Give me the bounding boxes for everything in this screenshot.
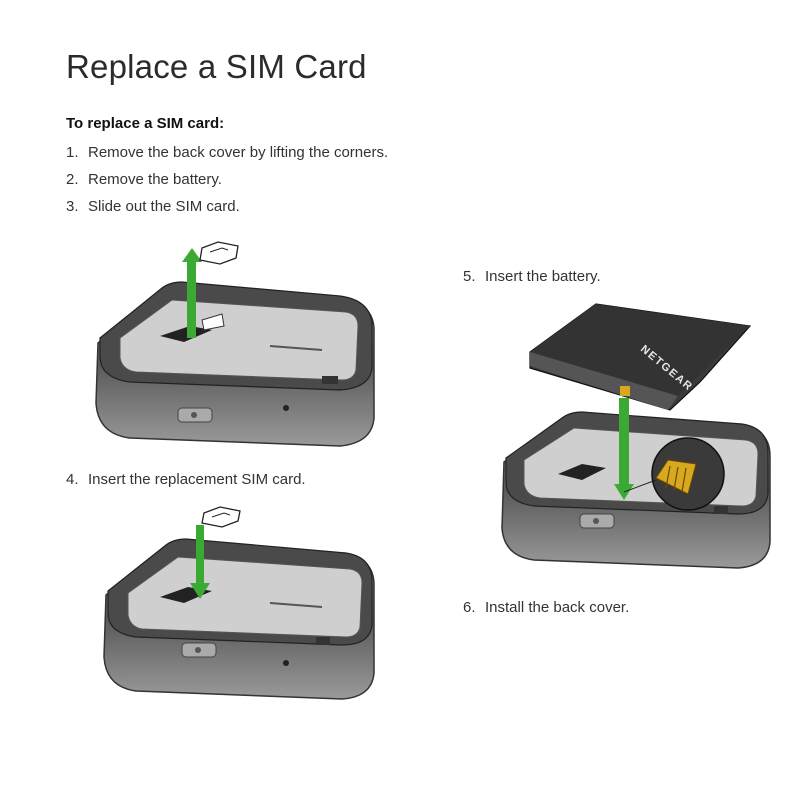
- sim-card-icon: [199, 241, 239, 265]
- step-text: Remove the battery.: [88, 171, 222, 188]
- step-number: 1.: [66, 144, 79, 161]
- green-arrow-icon: [190, 525, 210, 599]
- step-number: 5.: [463, 268, 476, 285]
- step-text: Slide out the SIM card.: [88, 198, 240, 215]
- step-4: 4. Insert the replacement SIM card.: [66, 471, 306, 488]
- procedure-heading: To replace a SIM card:: [66, 115, 225, 132]
- sim-slot: [160, 313, 225, 342]
- step-5: 5. Insert the battery.: [463, 268, 601, 285]
- step-text: Remove the back cover by lifting the cor…: [88, 144, 389, 161]
- green-arrow-icon: [182, 248, 202, 338]
- page-title: Replace a SIM Card: [66, 48, 367, 85]
- step-number: 6.: [463, 599, 476, 616]
- step-number: 4.: [66, 471, 79, 488]
- step-text: Insert the battery.: [485, 268, 601, 285]
- step-3: 3. Slide out the SIM card.: [66, 198, 240, 215]
- mobile-hotspot-device: [95, 281, 375, 447]
- step-number: 2.: [66, 171, 79, 188]
- battery-contacts: [620, 386, 630, 396]
- step-1: 1. Remove the back cover by lifting the c…: [66, 144, 388, 161]
- battery-contacts-zoom-inset: [623, 437, 725, 511]
- insert-sim-illustration: [103, 506, 375, 700]
- insert-battery-illustration: NETGEAR: [501, 303, 771, 569]
- mobile-hotspot-device: [501, 411, 771, 569]
- sim-card-icon: [201, 506, 241, 528]
- mobile-hotspot-device: [103, 538, 375, 700]
- remove-sim-illustration: [95, 241, 375, 447]
- step-text: Install the back cover.: [485, 599, 630, 616]
- step-2: 2. Remove the battery.: [66, 171, 222, 188]
- step-text: Insert the replacement SIM card.: [88, 471, 306, 488]
- battery: NETGEAR: [529, 303, 752, 411]
- step-number: 3.: [66, 198, 79, 215]
- step-6: 6. Install the back cover.: [463, 599, 629, 616]
